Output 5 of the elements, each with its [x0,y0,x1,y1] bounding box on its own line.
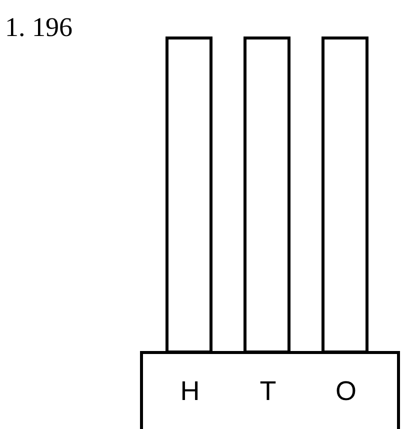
abacus-base [140,351,400,429]
place-value-letter: T [258,376,278,407]
question-number: 1. 196 [5,12,72,43]
place-value-letter: O [334,376,358,407]
place-value-letter: H [179,376,201,407]
